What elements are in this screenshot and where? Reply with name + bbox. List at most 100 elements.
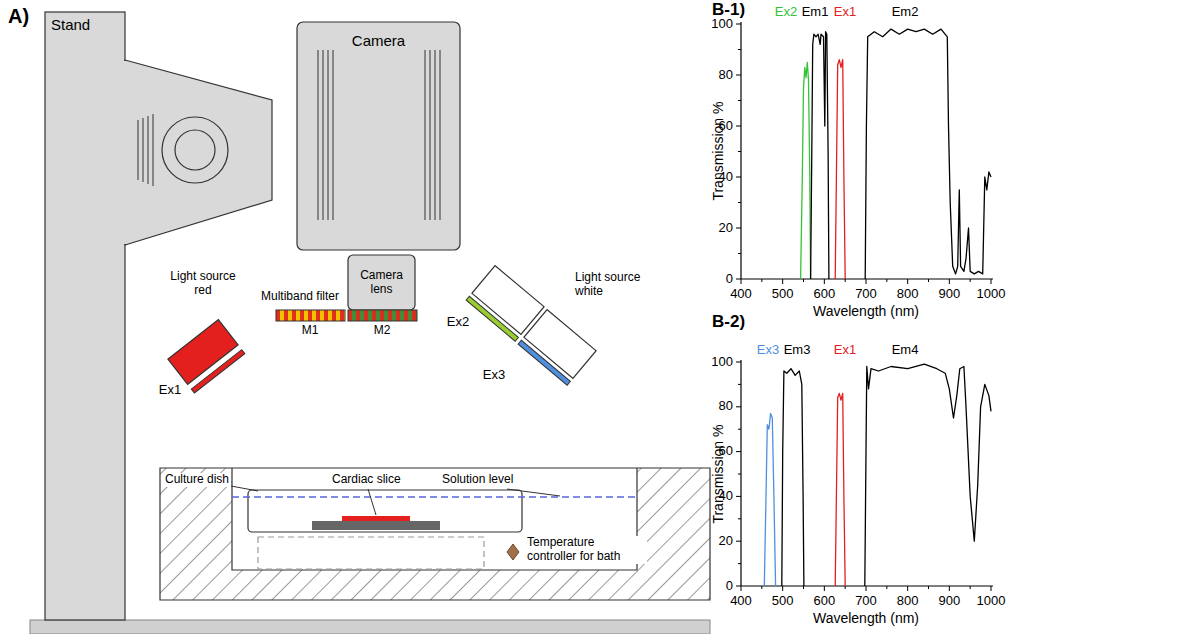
y-tick (738, 563, 741, 564)
x-tick (824, 586, 825, 591)
y-tick (736, 24, 741, 25)
chart-label: 20 (719, 534, 733, 549)
camera-lens (348, 255, 415, 310)
chart-label: Em4 (892, 343, 919, 358)
x-tick (866, 586, 867, 591)
part-label: Multiband filter (261, 290, 339, 304)
transmission-curve (782, 369, 804, 586)
heater-plate (258, 537, 484, 569)
lens-box: Camera lens (348, 255, 415, 310)
x-tick (782, 279, 783, 284)
stand-column (45, 12, 125, 620)
chart-label: 0 (726, 579, 733, 594)
y-tick (738, 384, 741, 385)
chart-label: 600 (813, 287, 835, 302)
x-tick (928, 279, 929, 282)
chart-label: 400 (730, 594, 752, 609)
y-tick (736, 228, 741, 229)
chart-label: 0 (726, 272, 733, 287)
chart-label: 100 (711, 355, 733, 370)
chart-label: 900 (938, 594, 960, 609)
part-label: Solution level (440, 473, 515, 487)
spectra-charts (736, 22, 993, 591)
x-tick (949, 586, 950, 591)
x-tick (991, 279, 992, 284)
chart-label: 80 (719, 68, 733, 83)
y-tick (738, 429, 741, 430)
stand-knob-inner (175, 130, 215, 170)
chart-label: 20 (719, 221, 733, 236)
part-label: Culture dish (163, 473, 231, 487)
y-tick (736, 75, 741, 76)
y-tick (738, 518, 741, 519)
filter-label: Ex2 (447, 315, 469, 330)
chart-label: Wavelength (nm) (813, 610, 919, 626)
solution-level (232, 496, 637, 498)
chart-label: Em3 (784, 343, 811, 358)
y-tick (736, 177, 741, 178)
x-tick (928, 586, 929, 589)
y-tick (736, 126, 741, 127)
axis-title: Transmission % (711, 102, 727, 201)
transmission-curve (835, 393, 845, 586)
slice-holder (312, 521, 440, 530)
y-axis (740, 22, 741, 279)
y-tick (738, 100, 741, 101)
x-tick (949, 279, 950, 284)
leader-lines (231, 486, 560, 515)
camera-vents (318, 50, 440, 220)
x-tick (866, 279, 867, 284)
x-tick (741, 586, 742, 591)
chart-label: 80 (719, 399, 733, 414)
node-label: Camera (352, 32, 405, 49)
panel-label: B-2) (712, 312, 745, 332)
stand-arm (125, 60, 272, 245)
grip-lines (138, 114, 153, 186)
x-tick (886, 586, 887, 589)
axis-title: Transmission % (711, 424, 727, 523)
chart-label: 800 (897, 594, 919, 609)
filter-label: Ex3 (483, 368, 505, 383)
transmission-curve (865, 29, 991, 279)
y-tick (736, 362, 741, 363)
chart-label: 600 (813, 594, 835, 609)
transmission-curve (764, 414, 775, 587)
chart-label: Em1 (802, 5, 829, 20)
filter-m2 (348, 310, 417, 321)
filter-m1 (276, 310, 345, 321)
x-tick (845, 586, 846, 589)
y-tick (738, 49, 741, 50)
chart-label: 700 (855, 287, 877, 302)
x-tick (907, 279, 908, 284)
chart-label: 500 (772, 287, 794, 302)
x-tick (824, 279, 825, 284)
stand-box: Stand (45, 12, 125, 620)
chart-label: Ex1 (834, 343, 856, 358)
x-tick (907, 586, 908, 591)
transmission-curve (835, 60, 845, 279)
chart-label: Ex1 (834, 5, 856, 20)
x-tick (761, 586, 762, 589)
chart-label: 900 (938, 287, 960, 302)
y-tick (736, 406, 741, 407)
chart-label: 800 (897, 287, 919, 302)
node-label: Stand (51, 16, 90, 33)
chart-label: Ex2 (775, 5, 797, 20)
temperature-sensor (507, 544, 519, 560)
y-tick (736, 541, 741, 542)
x-tick (991, 586, 992, 591)
filter-label: M1 (302, 324, 319, 338)
chart-label: 500 (772, 594, 794, 609)
y-tick (736, 586, 741, 587)
stand-joint (124, 61, 127, 244)
part-label: Cardiac slice (330, 473, 403, 487)
chart-label: 400 (730, 287, 752, 302)
part-label: Light source white (575, 271, 659, 299)
x-tick (761, 279, 762, 282)
x-tick (741, 279, 742, 284)
white-light-source-2 (518, 310, 596, 386)
water-bath (160, 468, 710, 600)
filter-label: Ex1 (159, 383, 181, 398)
chart-label: 1000 (977, 287, 1006, 302)
x-tick (782, 586, 783, 591)
